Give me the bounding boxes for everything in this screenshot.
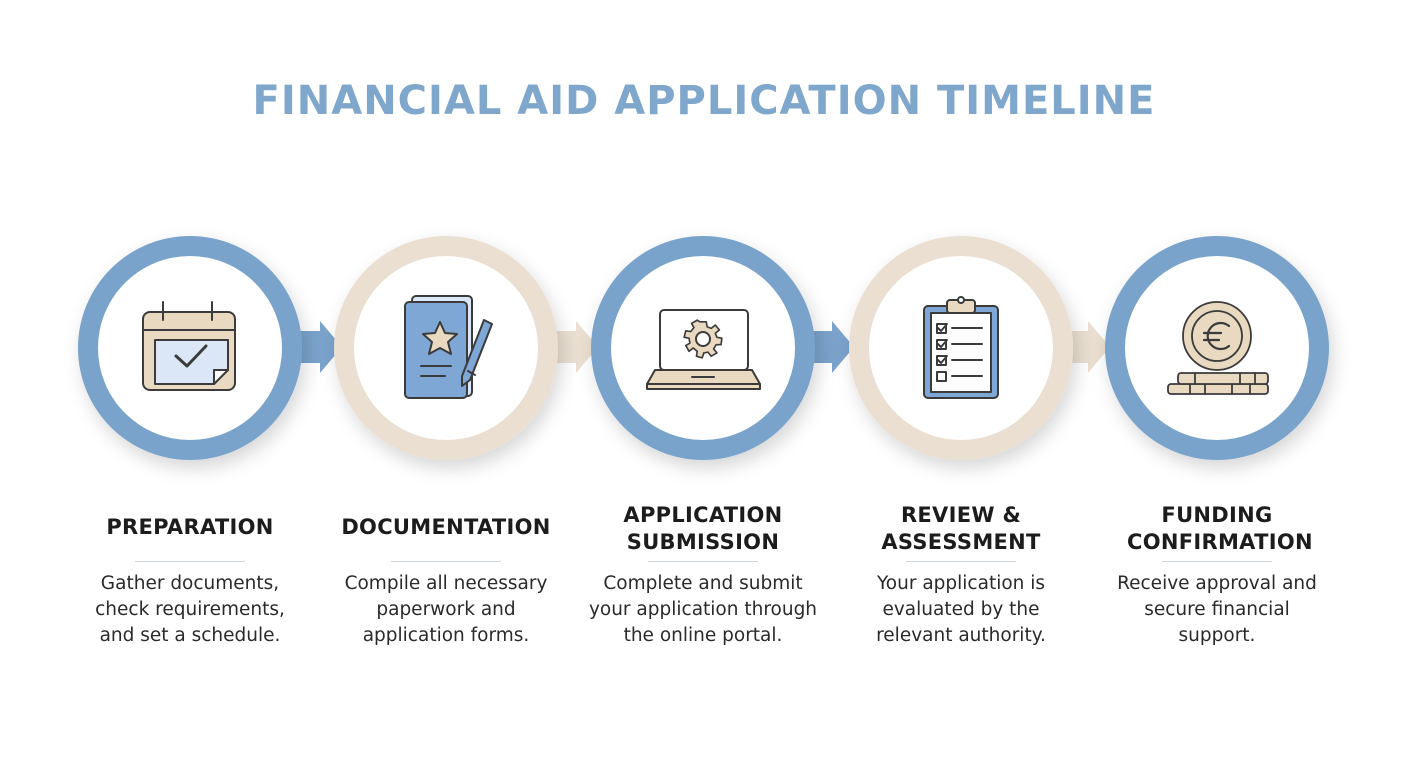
page-title: FINANCIAL AID APPLICATION TIMELINE [252,78,1156,124]
arrow-3-4 [812,321,854,373]
step-description: Gather documents, check requirements, an… [95,573,285,646]
step-title: DOCUMENTATION [341,515,551,539]
step-divider [648,561,758,562]
step-title: FUNDING CONFIRMATION [1127,503,1313,554]
step-title: APPLICATION SUBMISSION [623,503,783,554]
step-divider [135,561,245,562]
arrow-4-5 [1068,321,1110,373]
step-description: Receive approval and secure financial su… [1117,573,1317,646]
calendar-check-icon [142,301,236,391]
euro-coin-icon [1167,301,1269,395]
arrow-1-2 [300,321,342,373]
step-description: Compile all necessary paperwork and appl… [344,573,548,646]
clipboard-checklist-icon [923,296,999,399]
laptop-gear-icon [646,309,761,390]
step-divider [391,561,501,562]
folder-pen-icon [404,295,493,399]
step-title: REVIEW & ASSESSMENT [881,503,1041,554]
step-divider [906,561,1016,562]
arrow-2-3 [556,321,598,373]
step-description: Complete and submit your application thr… [588,573,818,646]
step-description: Your application is evaluated by the rel… [876,573,1046,646]
step-divider [1162,561,1272,562]
step-title: PREPARATION [106,515,274,539]
